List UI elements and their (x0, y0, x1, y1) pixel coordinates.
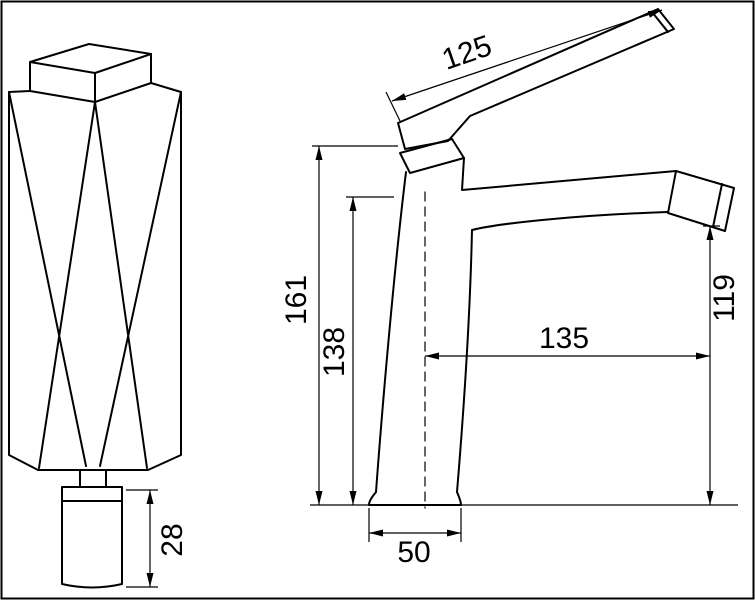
body-base (368, 491, 462, 506)
body-outline (8, 82, 182, 471)
dim-161-label: 161 (280, 275, 313, 325)
handle-knob-top-face (29, 43, 152, 74)
handle-knob-edges (29, 53, 152, 103)
body-facet-lines (8, 91, 182, 469)
dim-119-label: 119 (708, 274, 741, 322)
side-view (368, 8, 735, 509)
body-right-edge (456, 229, 473, 493)
spout-underside (471, 211, 669, 231)
aerator-neck (79, 469, 107, 488)
spout-top-edge (461, 157, 677, 191)
dim-125-extension (385, 91, 401, 122)
pivot-cap (399, 138, 465, 174)
body-left-edge (375, 171, 407, 493)
dim-135-label: 135 (539, 322, 589, 355)
dim-28-label: 28 (156, 523, 189, 556)
aerator-body (61, 486, 123, 589)
lever-outline (397, 8, 675, 150)
dim-138-label: 138 (318, 327, 351, 377)
dimensions-group: 125 161 138 135 119 50 28 (126, 9, 741, 588)
lever-endcap-line (651, 11, 669, 33)
nozzle-cap-line (712, 183, 723, 228)
nozzle (667, 170, 735, 232)
dim-28-extensions (126, 489, 158, 588)
dim-125-line (391, 9, 663, 102)
front-view (8, 43, 182, 589)
dim-50-label: 50 (397, 536, 430, 569)
dim-125-label: 125 (438, 29, 496, 77)
